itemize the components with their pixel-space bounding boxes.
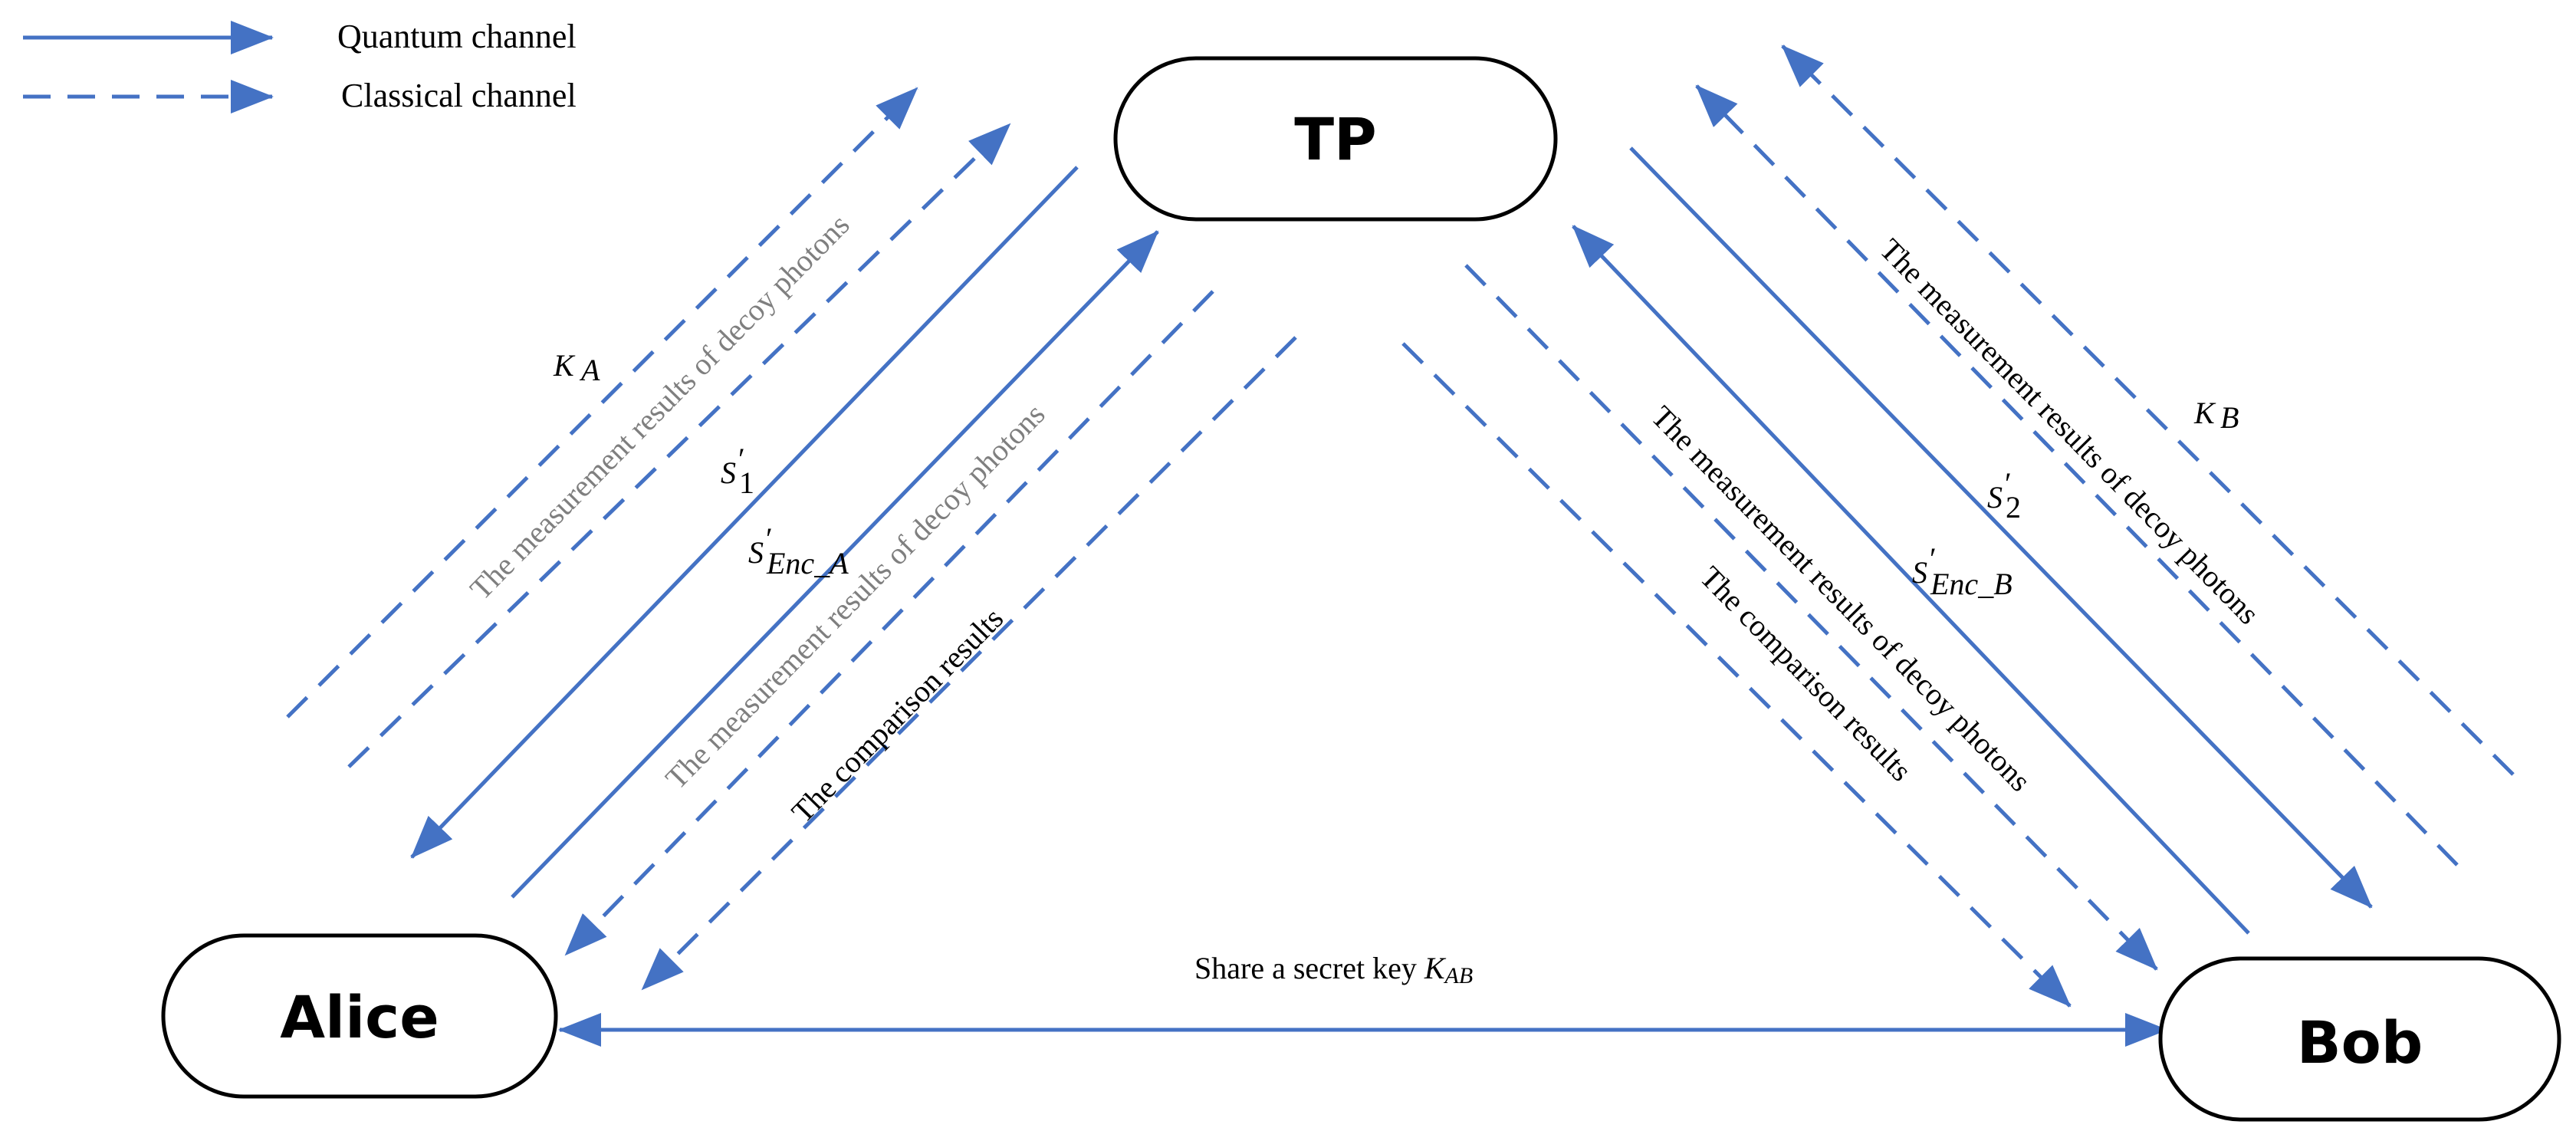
comparison-right-label: The comparison results xyxy=(1694,560,1919,788)
share-key-prefix: Share a secret key xyxy=(1194,951,1424,985)
ka-label: K A xyxy=(553,348,600,387)
bob-node: Bob xyxy=(2158,956,2561,1122)
senc-a-label: S ′ Enc_A xyxy=(748,521,849,580)
svg-text:2: 2 xyxy=(2006,490,2021,524)
svg-text:B: B xyxy=(2220,400,2239,435)
alice-node: Alice xyxy=(161,933,558,1099)
ka-classical-arrow xyxy=(286,87,918,718)
tp-label: TP xyxy=(1294,105,1377,173)
svg-text:S: S xyxy=(748,535,764,570)
bob-label: Bob xyxy=(2297,1008,2423,1077)
svg-text:′: ′ xyxy=(1930,541,1937,576)
legend-classical-label: Classical channel xyxy=(341,77,577,114)
share-key-sub: AB xyxy=(1444,963,1474,988)
svg-text:1: 1 xyxy=(739,465,754,500)
share-key-label: Share a secret key KAB xyxy=(1194,951,1473,988)
svg-text:A: A xyxy=(579,353,600,387)
senc-b-label: S ′ Enc_B xyxy=(1912,541,2013,601)
svg-text:S: S xyxy=(721,455,736,490)
senc-a-quantum-arrow xyxy=(511,230,1159,899)
decoy-right-inner-arrow xyxy=(1464,264,2158,971)
svg-text:K: K xyxy=(2193,396,2216,430)
s2-quantum-arrow xyxy=(1629,146,2373,909)
kb-classical-arrow xyxy=(1781,44,2515,776)
comparison-left-arrow xyxy=(641,336,1297,991)
comparison-right-arrow xyxy=(1401,342,2072,1008)
tp-node: TP xyxy=(1113,56,1558,222)
decoy-right-outer-arrow xyxy=(1695,84,2459,866)
legend-quantum-label: Quantum channel xyxy=(337,18,577,55)
decoy-left-outer-arrow xyxy=(347,123,1011,768)
kb-label: K B xyxy=(2193,396,2239,435)
s1-label: S ′ 1 xyxy=(721,442,754,500)
s2-label: S ′ 2 xyxy=(1987,466,2021,524)
s1-quantum-arrow xyxy=(410,166,1079,859)
svg-text:Enc_B: Enc_B xyxy=(1930,567,2013,601)
svg-text:′: ′ xyxy=(766,521,773,556)
svg-text:′: ′ xyxy=(2005,466,2012,501)
alice-label: Alice xyxy=(280,983,439,1051)
svg-text:S: S xyxy=(1987,480,2003,515)
share-key-k: K xyxy=(1424,951,1447,985)
senc-b-quantum-arrow xyxy=(1572,225,2250,935)
svg-text:′: ′ xyxy=(738,442,745,476)
decoy-left-inner-arrow xyxy=(564,290,1214,956)
svg-text:K: K xyxy=(553,348,576,383)
svg-text:S: S xyxy=(1912,555,1927,590)
svg-text:Enc_A: Enc_A xyxy=(766,546,849,580)
